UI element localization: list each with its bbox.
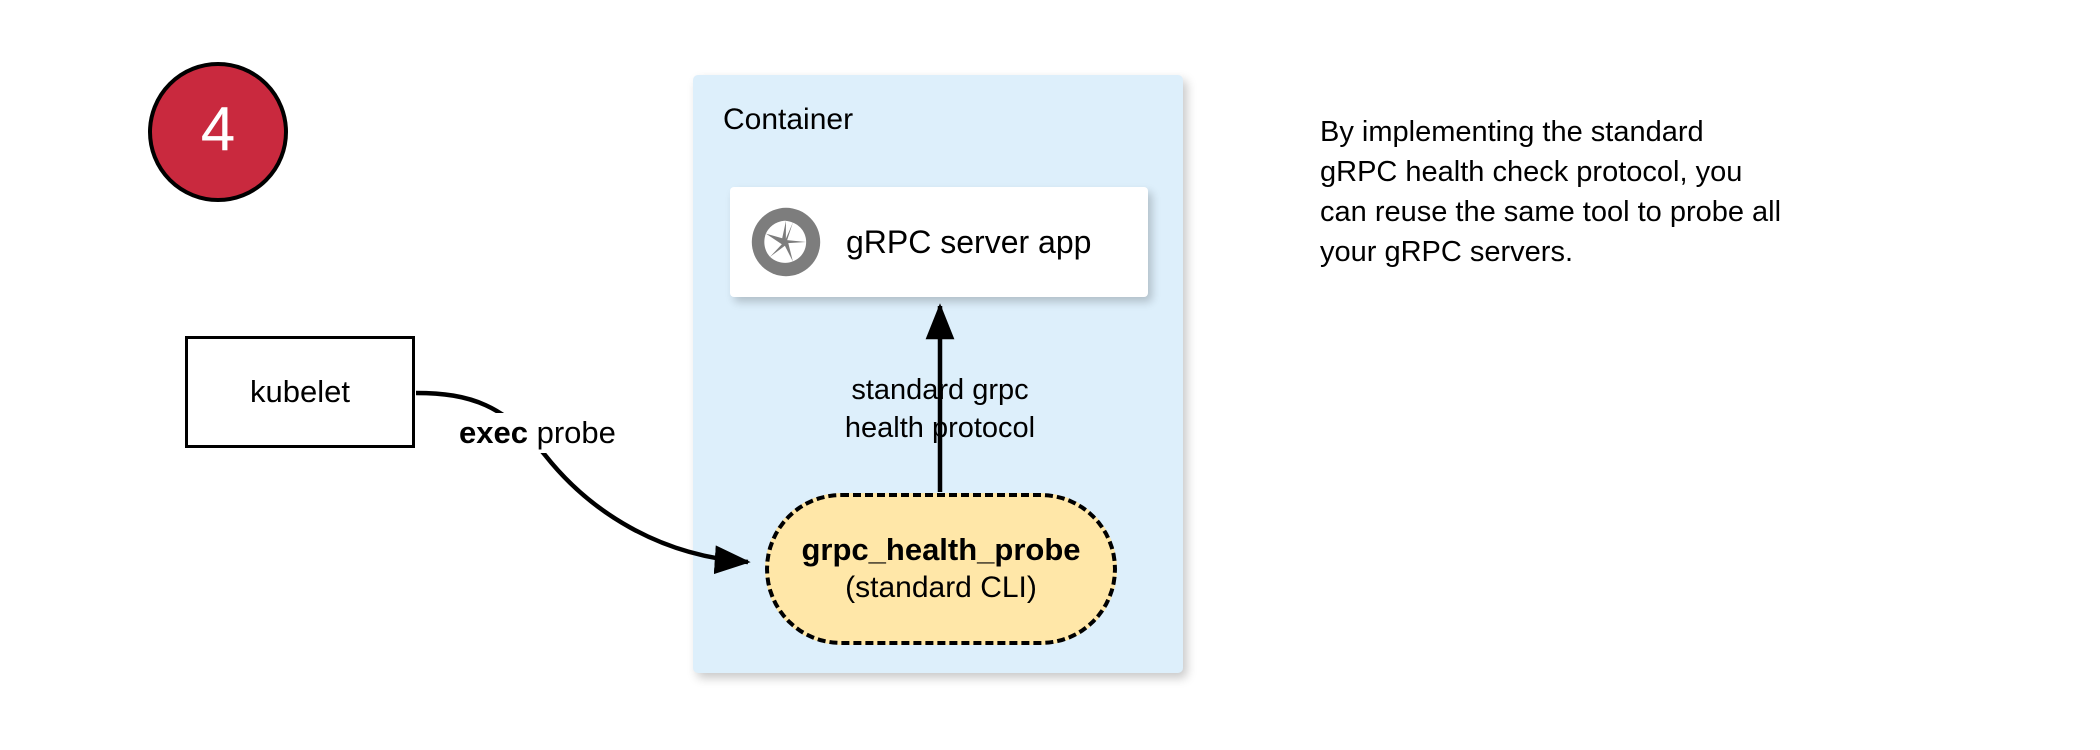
edge-label-exec-bold: exec	[459, 415, 528, 450]
edge-label-exec-probe: exec probe	[455, 413, 620, 453]
edge-label-health-protocol: standard grpc health protocol	[833, 371, 1047, 447]
grpc-server-app-label: gRPC server app	[846, 223, 1092, 260]
grpc-server-app-card: gRPC server app	[730, 187, 1148, 297]
grpc-health-probe-node: grpc_health_probe (standard CLI)	[765, 493, 1117, 645]
note-line-3: can reuse the same tool to probe all	[1320, 196, 1782, 228]
grpc-health-probe-title: grpc_health_probe	[801, 532, 1081, 567]
container-label: Container	[723, 103, 854, 136]
explanation-note: By implementing the standard gRPC health…	[1320, 112, 1940, 272]
edge-label-protocol-line2: health protocol	[844, 412, 1036, 444]
edge-label-exec-rest: probe	[527, 415, 616, 450]
grpc-health-probe-subtitle: (standard CLI)	[845, 571, 1037, 604]
note-line-1: By implementing the standard	[1320, 116, 1704, 148]
note-line-2: gRPC health check protocol, you	[1320, 156, 1743, 188]
kubelet-box: kubelet	[185, 336, 415, 448]
edge-label-protocol-line1: standard grpc	[851, 374, 1029, 406]
step-number-text: 4	[200, 95, 236, 164]
note-line-4: your gRPC servers.	[1320, 236, 1574, 268]
kubelet-label: kubelet	[250, 374, 350, 409]
step-number-badge: 4	[148, 62, 288, 202]
aperture-icon	[751, 207, 821, 277]
